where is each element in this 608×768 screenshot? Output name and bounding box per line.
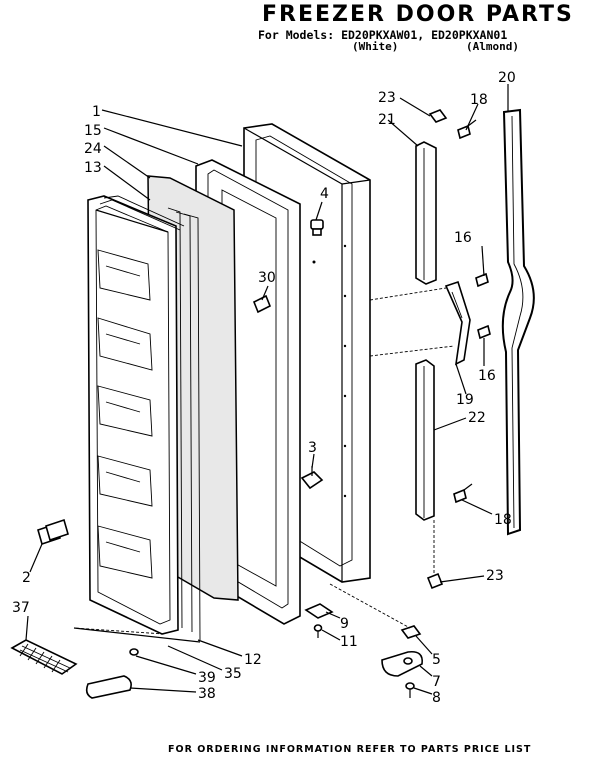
screw-8 [405, 682, 415, 698]
gasket-strips [167, 207, 201, 641]
plug-part [310, 219, 324, 236]
callout-15: 15 [84, 123, 102, 139]
callout-18-top: 18 [470, 92, 488, 108]
callout-39: 39 [198, 670, 216, 686]
callout-1: 1 [92, 104, 101, 120]
callout-19: 19 [456, 392, 474, 408]
hinge-plate-9 [304, 603, 334, 619]
screw-39 [129, 648, 139, 656]
callout-9: 9 [340, 616, 349, 632]
callout-5: 5 [432, 652, 441, 668]
screw-11 [313, 624, 323, 638]
screw-18-bottom [453, 483, 473, 504]
callout-16-upper: 16 [454, 230, 472, 246]
hinge-pin-5 [400, 625, 422, 639]
callout-11: 11 [340, 634, 358, 650]
callout-18-bottom: 18 [494, 512, 512, 528]
inner-door-liner [87, 195, 185, 635]
callout-2: 2 [22, 570, 31, 586]
handle-cap [85, 675, 132, 699]
callout-37: 37 [12, 600, 30, 616]
callout-20: 20 [498, 70, 516, 86]
callout-8: 8 [432, 690, 441, 706]
callout-7: 7 [432, 674, 441, 690]
label-clip [37, 518, 69, 546]
hinge-bar-upper [415, 141, 437, 285]
callout-4: 4 [320, 186, 329, 202]
callout-3: 3 [308, 440, 317, 456]
vent-grille [10, 639, 78, 675]
callout-35: 35 [224, 666, 242, 682]
door-handle [501, 108, 535, 536]
page-title: FREEZER DOOR PARTS [262, 2, 574, 27]
screw-16-lower [477, 324, 491, 340]
callout-23-bottom: 23 [486, 568, 504, 584]
end-cap-top [428, 109, 448, 123]
callout-30: 30 [258, 270, 276, 286]
end-cap-bottom [426, 572, 444, 590]
hinge-bracket-7 [381, 650, 424, 677]
callout-24: 24 [84, 141, 102, 157]
small-bracket [252, 294, 272, 314]
callout-12: 12 [244, 652, 262, 668]
hinge-bar-lower [415, 359, 435, 521]
callout-16-lower: 16 [478, 368, 496, 384]
variant-white: (White) [352, 40, 399, 53]
callout-13: 13 [84, 160, 102, 176]
screw-16-upper [475, 272, 489, 288]
leader-lines [25, 84, 509, 695]
footer-note: FOR ORDERING INFORMATION REFER TO PARTS … [168, 744, 532, 755]
variant-almond: (Almond) [466, 40, 519, 53]
callout-38: 38 [198, 686, 216, 702]
callout-23-top: 23 [378, 90, 396, 106]
models-line: For Models: ED20PKXAW01, ED20PKXAN01 [258, 28, 508, 42]
callout-22: 22 [468, 410, 486, 426]
callout-21: 21 [378, 112, 396, 128]
callout-labels: 1 15 24 13 4 30 3 2 37 39 38 35 12 9 11 … [12, 70, 516, 706]
handle-bracket [444, 280, 471, 366]
